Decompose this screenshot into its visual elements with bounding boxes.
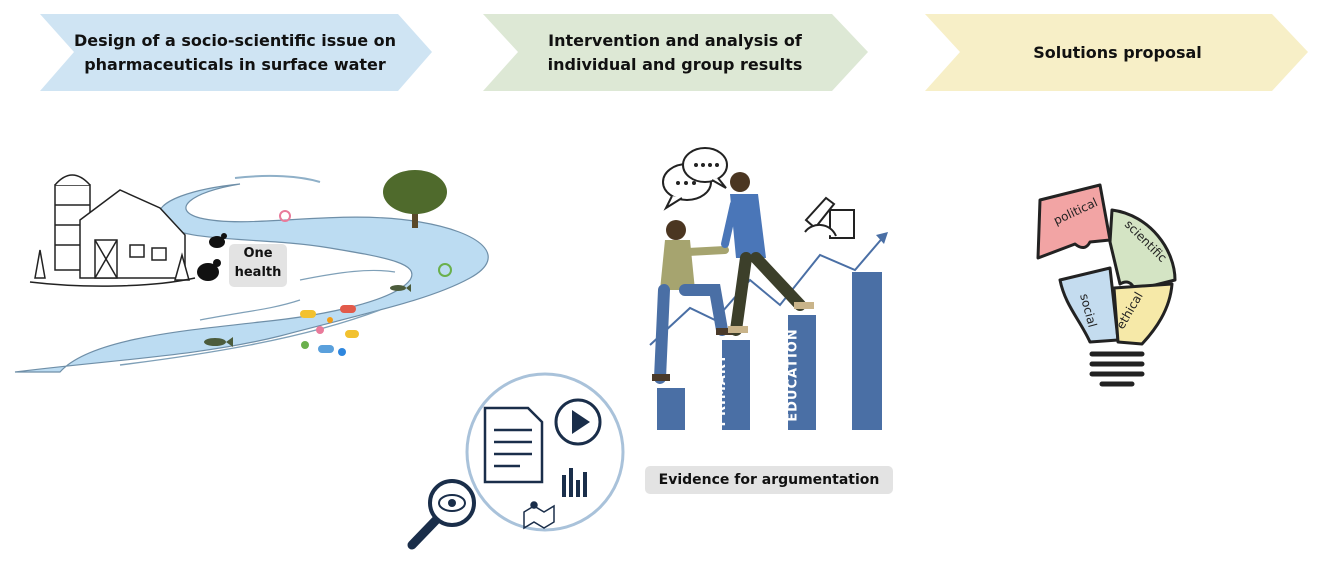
bar-1 [657, 388, 685, 430]
step-1-line2: pharmaceuticals in surface water [84, 54, 386, 74]
river-scene [14, 170, 489, 373]
writing-hand-icon [804, 196, 855, 239]
bar-2 [722, 340, 750, 430]
puzzle-piece-social [1058, 266, 1120, 344]
puzzle-piece-scientific [1108, 208, 1177, 292]
person-woman-icon [652, 220, 734, 384]
puzzle-lightbulb: political scientific social ethical [1036, 183, 1177, 387]
person-man-icon [721, 172, 814, 336]
evidence-label: Evidence for argumentation [645, 466, 893, 494]
play-icon [554, 398, 602, 446]
puzzle-piece-political [1036, 183, 1112, 260]
speech-bubbles-icon [662, 147, 728, 211]
document-icon [483, 406, 544, 484]
step-2-line1: Intervention and analysis of [548, 31, 802, 51]
bar-chart-icon [562, 468, 587, 497]
one-health-line1: One [243, 246, 273, 261]
magnifier-icon [407, 479, 476, 550]
trend-arrow [649, 234, 886, 346]
bulb-base-icon [1089, 351, 1145, 387]
hen-icon [197, 233, 227, 281]
fish-icon [204, 284, 411, 347]
growth-illustration [649, 147, 888, 430]
step-2-label: Intervention and analysis of individual … [515, 14, 835, 91]
step-2-line2: individual and group results [547, 54, 803, 74]
step-1-line1: Design of a socio-scientific issue on [73, 31, 397, 51]
step-arrow-3 [925, 14, 1308, 91]
evidence-circle [407, 372, 625, 550]
step-arrow-2 [483, 14, 868, 91]
step-3-label: Solutions proposal [960, 14, 1275, 91]
step-1-label: Design of a socio-scientific issue on ph… [70, 14, 400, 91]
step-3-line1: Solutions proposal [1033, 42, 1202, 62]
pills-icon [279, 210, 452, 356]
step-arrows [40, 14, 1308, 91]
tree-icon [383, 170, 447, 228]
step-arrow-1 [40, 14, 432, 91]
bar-3 [788, 315, 816, 430]
one-health-line2: health [234, 264, 282, 280]
bar-label-primary: PRIMARY [714, 353, 729, 427]
map-pin-icon [523, 501, 555, 530]
one-health-badge: One health [229, 244, 287, 287]
bar-4 [852, 272, 882, 430]
bar-label-education: EDUCATION [785, 328, 801, 422]
puzzle-piece-ethical [1112, 282, 1174, 346]
farm-barn-icon [29, 174, 196, 287]
